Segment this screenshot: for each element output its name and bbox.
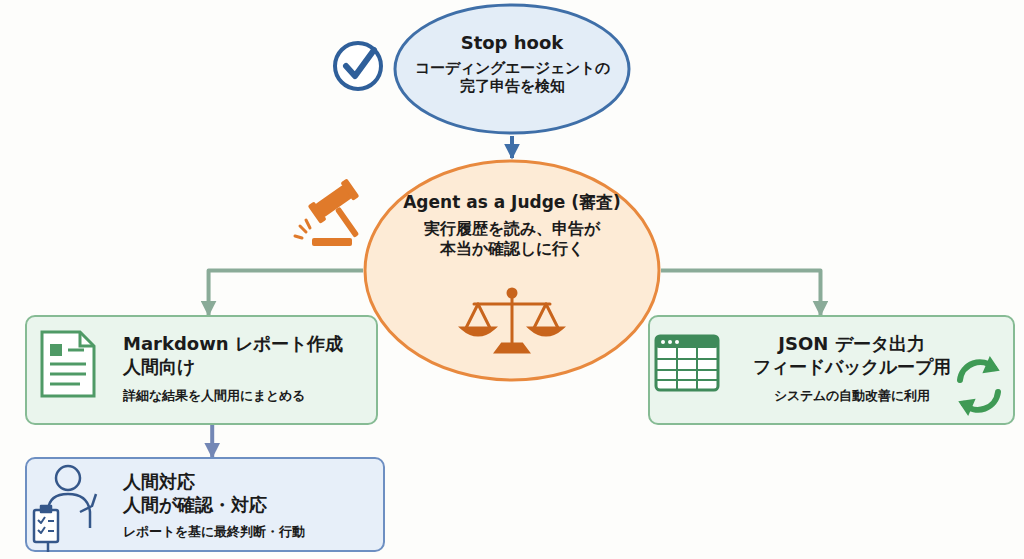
node-title: Agent as a Judge (審査)	[403, 192, 621, 213]
check-icon	[335, 43, 381, 89]
node-title: 人間対応 人間が確認・対応	[123, 471, 293, 516]
refresh-icon	[960, 358, 998, 414]
node-title: Markdown レポート作成 人間向け	[123, 333, 348, 378]
node-title: Stop hook	[461, 32, 564, 55]
node-body: 実行履歴を読み、申告が 本当か確認しに行く	[407, 219, 617, 259]
node-body: レポートを基に最終判断・行動	[123, 524, 305, 540]
scales-icon	[462, 289, 562, 352]
node-body: コーディングエージェントの 完了申告を検知	[407, 59, 617, 97]
node-title: JSON データ出力 フィードバックループ用	[746, 333, 957, 378]
process-ellipse: Agent as a Judge (審査) 実行履歴を読み、申告が 本当か確認しに…	[362, 158, 662, 383]
flow-arrow	[210, 425, 214, 457]
person-icon	[34, 466, 96, 552]
process-box: Markdown レポート作成 人間向け詳細な結果を人間用にまとめる	[25, 315, 378, 425]
flow-arrow	[209, 271, 363, 316]
process-box: 人間対応 人間が確認・対応レポートを基に最終判断・行動	[25, 457, 385, 552]
document-icon	[42, 332, 94, 396]
process-ellipse: Stop hook コーディングエージェントの 完了申告を検知	[392, 2, 632, 136]
table-icon	[656, 336, 718, 390]
gavel-icon	[295, 178, 377, 249]
flow-arrow	[510, 136, 514, 158]
node-body: システムの自動改善に利用	[774, 388, 930, 404]
ellipse-outline	[362, 158, 662, 383]
node-body: 詳細な結果を人間用にまとめる	[123, 388, 305, 404]
flow-arrow	[661, 271, 820, 316]
process-box: JSON データ出力 フィードバックループ用システムの自動改善に利用	[648, 315, 1015, 425]
